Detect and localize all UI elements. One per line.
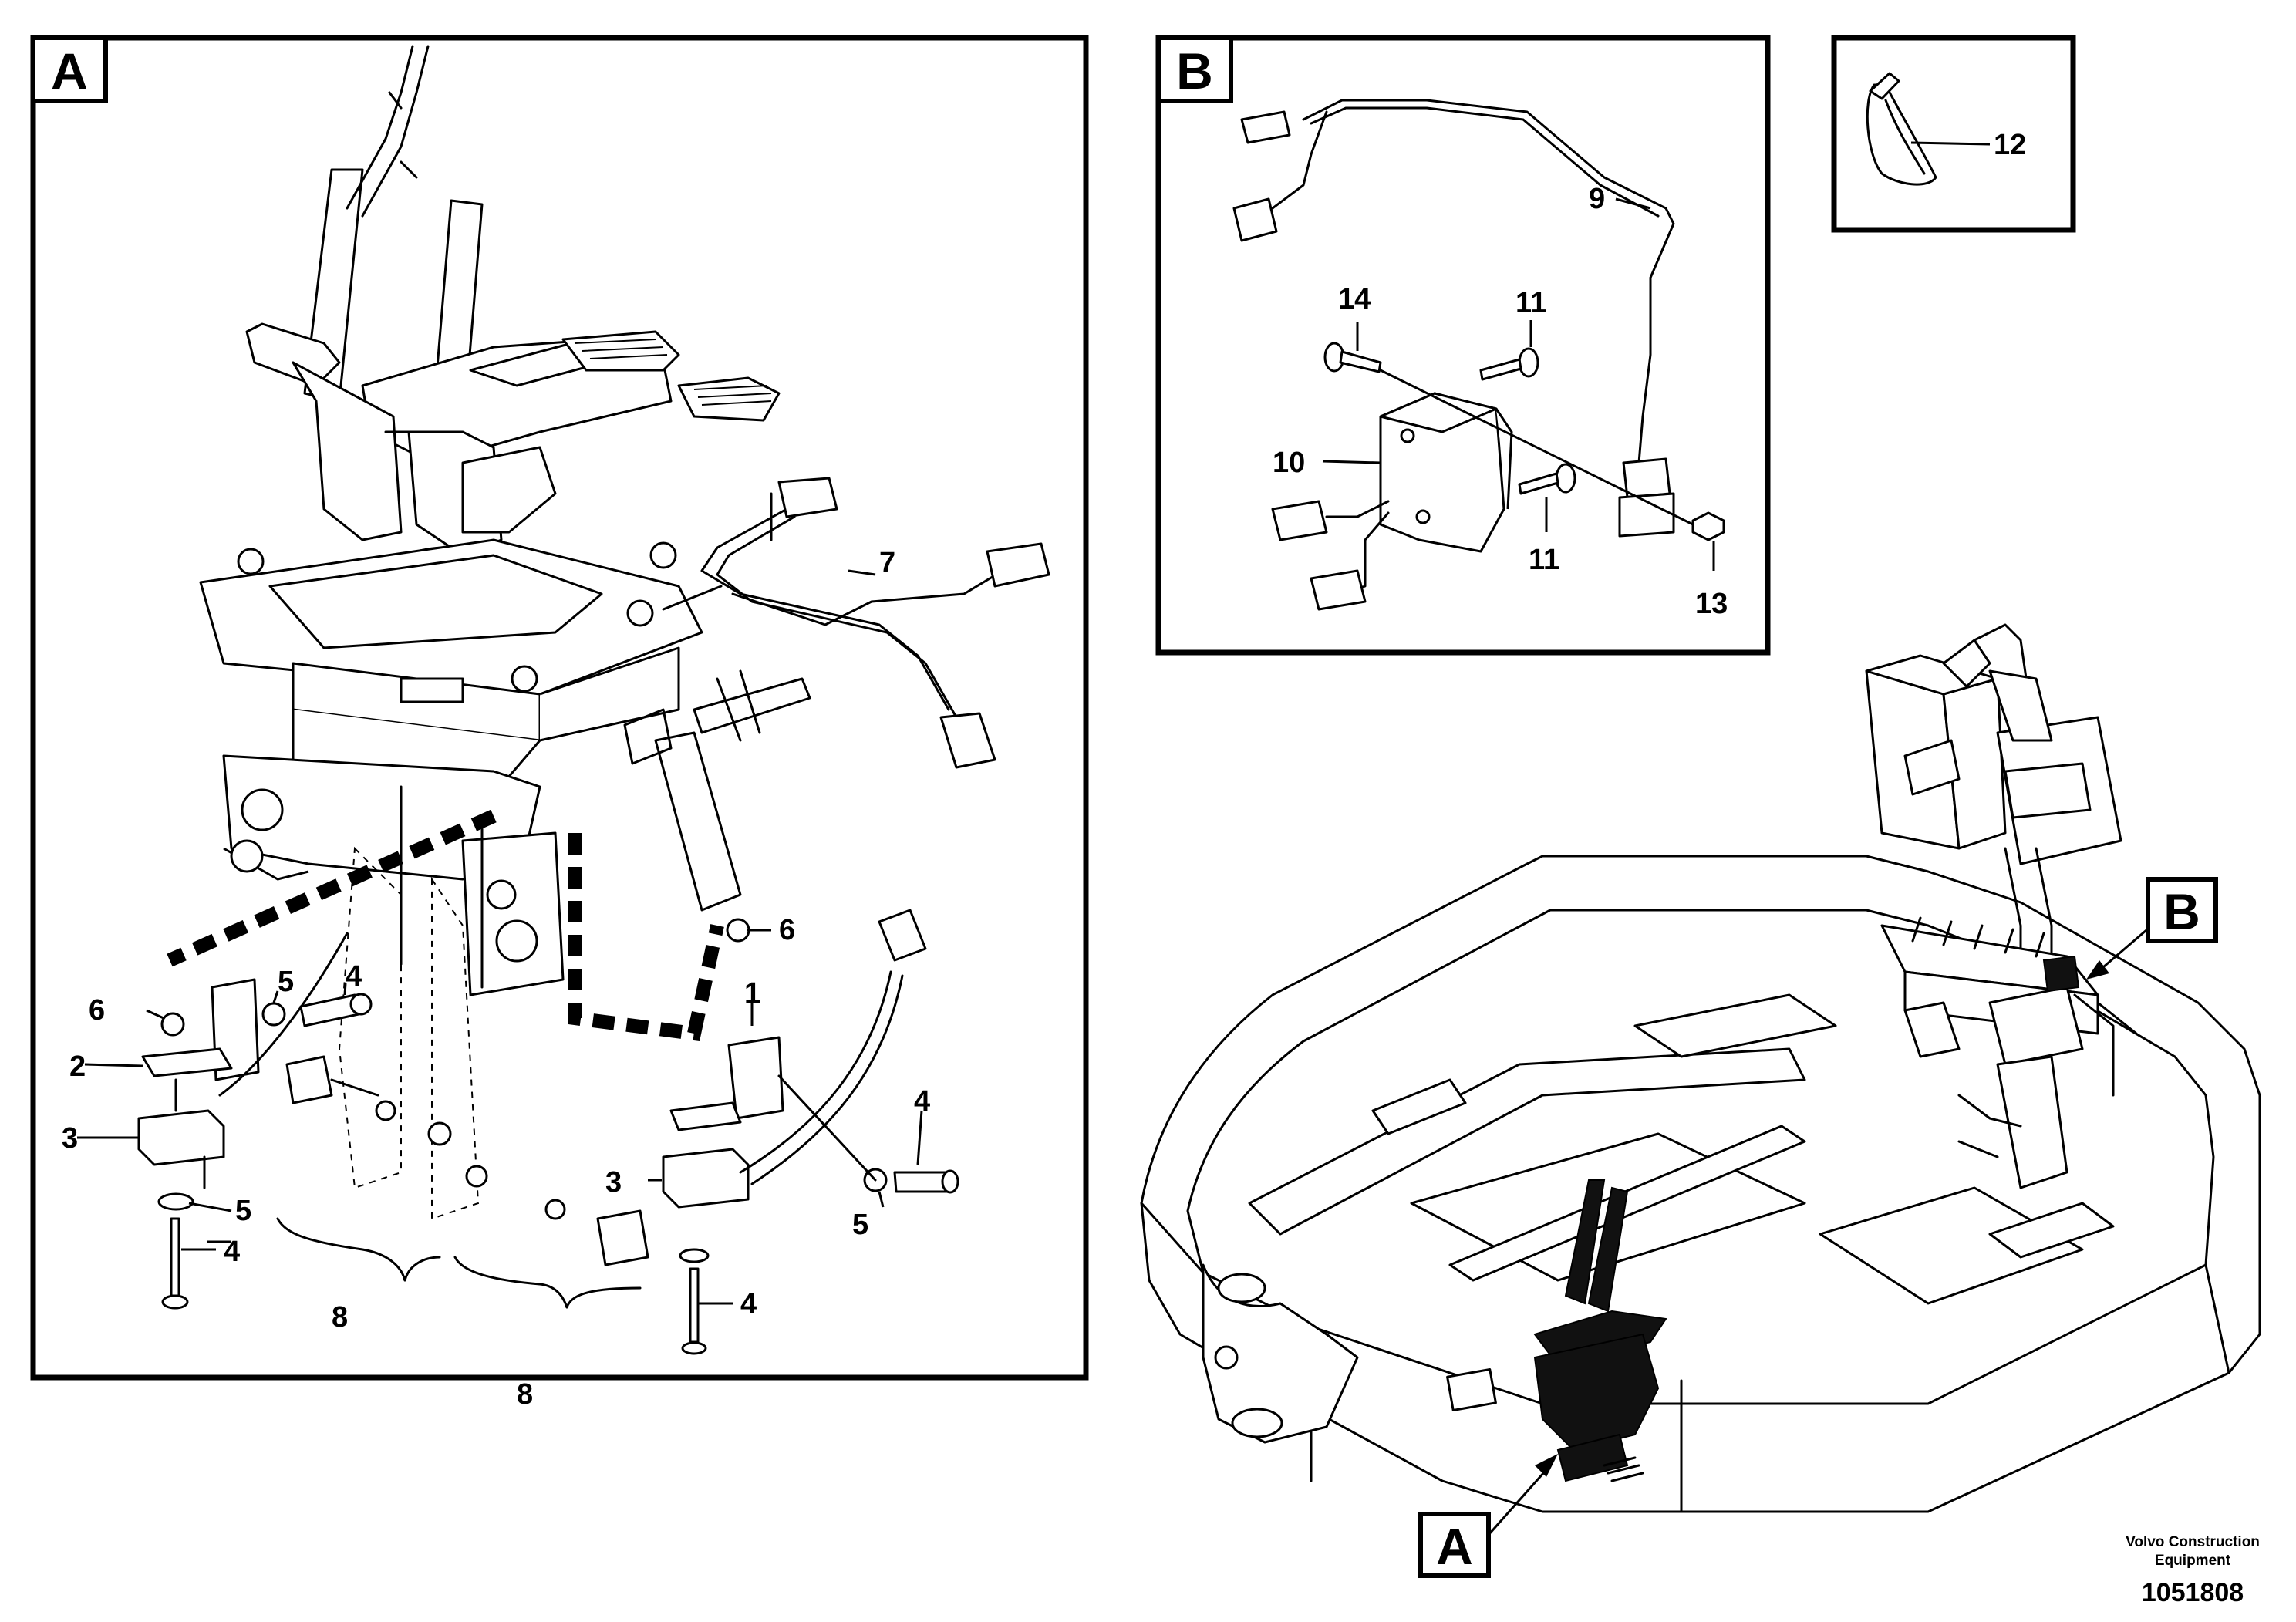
company-line-1: Volvo Construction [2126, 1534, 2260, 1550]
callout-7: 7 [879, 547, 895, 579]
overview-tag-a: A [1436, 1518, 1473, 1575]
switch-b-highlight [2042, 955, 2080, 993]
panel-b: B [1155, 35, 1771, 656]
panel-b-tag-box [1156, 35, 1233, 103]
right-mount-parts [662, 909, 959, 1355]
callout-4-left: 4 [224, 1236, 240, 1268]
arrow-to-b [2096, 924, 2153, 973]
connector-7b [986, 542, 1050, 588]
callout-2: 2 [69, 1050, 86, 1083]
footer: Volvo Construction Equipment 1051808 [2126, 1534, 2260, 1607]
boom-pivot [1202, 1263, 1359, 1444]
nut-13 [1691, 511, 1725, 541]
harness-9 [1232, 99, 1675, 538]
cable-tie-12 [1866, 72, 1937, 186]
callout-4-right: 4 [914, 1085, 930, 1118]
control-a-highlight [1533, 1179, 1667, 1482]
arrow-head-a [1535, 1454, 1558, 1477]
callout-8-right: 8 [517, 1378, 533, 1411]
connector-10a [1271, 500, 1328, 541]
connector-7a [777, 477, 838, 518]
callout-12: 12 [1994, 129, 2026, 161]
callout-3-right: 3 [605, 1166, 622, 1199]
company-line-2: Equipment [2155, 1553, 2231, 1569]
dotted-plate-right [431, 876, 480, 1220]
callout-13: 13 [1695, 588, 1728, 620]
callout-8-left: 8 [332, 1301, 348, 1334]
valve-block [1865, 623, 2122, 1020]
panel-b-leaders [1322, 197, 1715, 571]
control-base [199, 538, 703, 796]
connector-9a [1240, 110, 1291, 144]
callout-9: 9 [1589, 183, 1605, 215]
harness-7 [662, 477, 1050, 769]
overview-tag-b-box [2146, 877, 2218, 943]
callout-3-left: 3 [62, 1122, 78, 1155]
callout-6-right: 6 [779, 914, 795, 946]
overview-tag-a-box [1418, 1512, 1491, 1578]
panel-a-frame [30, 35, 1089, 1381]
panel-b-frame [1155, 35, 1771, 656]
arrow-head-b [2086, 960, 2109, 980]
dashed-sensor-line-upper [167, 809, 497, 967]
left-mount-parts [137, 932, 373, 1310]
callout-6-left: 6 [89, 994, 105, 1027]
fasteners-b [1323, 342, 1725, 541]
dotted-plate-left [338, 846, 402, 1189]
connector-9c [1622, 457, 1671, 499]
callout-5-top: 5 [278, 966, 294, 998]
dashed-sensor-line-right [568, 833, 724, 1041]
callout-5-right: 5 [852, 1209, 868, 1241]
overview-tag-b: B [2163, 883, 2200, 940]
callout-5-left: 5 [235, 1195, 251, 1227]
panel-a-leaders [77, 569, 923, 1305]
switch-location [1988, 986, 2084, 1066]
panel-cable-tie: 12 [1831, 35, 2076, 233]
panel-a: A [30, 35, 1089, 1411]
machine-overview: A B [1140, 623, 2261, 1578]
callout-4-bottom: 4 [740, 1288, 757, 1320]
callout-11-top: 11 [1515, 287, 1546, 319]
mounting-bracket [222, 669, 811, 996]
callout-4-top: 4 [346, 960, 362, 993]
connector-10b [1310, 569, 1367, 611]
connector-7c [939, 712, 996, 769]
callout-1: 1 [744, 977, 760, 1010]
callout-14: 14 [1338, 283, 1371, 315]
control-valve-bank [1880, 916, 2138, 1189]
panel-a-tag-box [31, 35, 108, 103]
connector-9b [1232, 197, 1278, 242]
callout-11-bottom: 11 [1529, 544, 1559, 576]
panel-a-tag: A [51, 42, 88, 99]
document-number: 1051808 [2142, 1578, 2244, 1607]
switch-10 [1271, 392, 1513, 611]
callout-10: 10 [1273, 447, 1305, 479]
panel-b-tag: B [1176, 42, 1213, 99]
arrow-to-a [1487, 1464, 1552, 1536]
middle-mount-parts [276, 1055, 649, 1309]
panel-cable-tie-frame [1831, 35, 2076, 233]
